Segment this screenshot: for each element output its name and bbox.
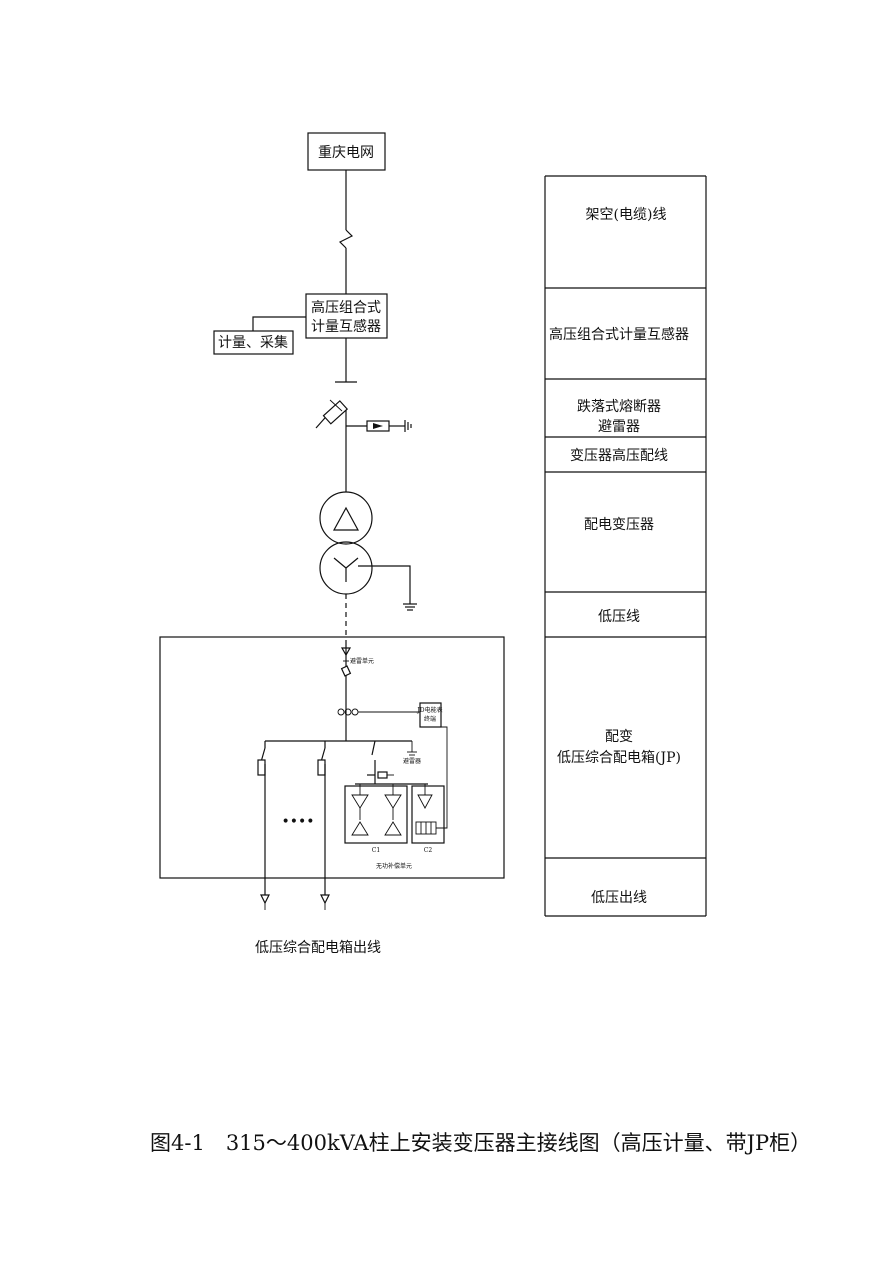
hv-transformer-label-1: 高压组合式 [311, 299, 381, 316]
figure-caption: 图4-1 315～400kVA柱上安装变压器主接线图（高压计量、带JP柜） [150, 1131, 811, 1155]
monitor-label-1: JD电能表 [416, 706, 442, 714]
legend-row-1: 架空(电缆)线 [586, 207, 667, 223]
monitor-control-line [436, 726, 448, 829]
compensation-branch [355, 740, 428, 785]
c1-label: C1 [372, 847, 380, 854]
small-arrester-label: 避雷器 [403, 757, 421, 765]
surge-unit-label: 避雷单元 [350, 657, 374, 665]
metering-connector [252, 316, 306, 331]
metering-box [213, 330, 294, 355]
jp-cabinet-box [159, 636, 505, 879]
outgoing-breaker-2 [317, 741, 330, 910]
legend-row-7a: 配变 [605, 729, 633, 745]
legend-row-4: 变压器高压配线 [570, 447, 668, 464]
metering-label: 计量、采集 [218, 334, 288, 351]
compensation-unit-label: 无功补偿单元 [376, 862, 412, 870]
legend-row-2: 高压组合式计量互感器 [549, 326, 689, 343]
jp-metering-ct [337, 702, 442, 728]
hv-metering-transformer-box [305, 293, 388, 339]
legend-row-8: 低压出线 [591, 890, 647, 906]
legend-row-7b: 低压综合配电箱(JP) [557, 750, 681, 766]
grid-source-label: 重庆电网 [318, 145, 374, 161]
capacitor-bank-c1 [344, 785, 408, 844]
legend-row-6: 低压线 [598, 609, 640, 625]
more-feeders-dots: •••• [281, 814, 314, 830]
jp-incoming [340, 640, 352, 700]
overhead-line [338, 170, 354, 294]
legend-row-5: 配电变压器 [584, 517, 654, 533]
monitor-label-2: 终端 [424, 715, 436, 723]
capacitor-symbols [351, 784, 437, 836]
legend-table [544, 175, 707, 917]
surge-arrester-symbol [346, 420, 412, 432]
dropout-fuse-symbol [315, 399, 349, 429]
small-arrester [407, 741, 417, 756]
neutral-ground [358, 565, 417, 611]
c2-label: C2 [424, 847, 433, 854]
outgoing-label: 低压综合配电箱出线 [255, 940, 381, 956]
legend-row-3a: 跌落式熔断器 [577, 399, 661, 415]
grid-source-box [307, 132, 386, 171]
legend-row-3b: 避雷器 [598, 419, 640, 435]
hv-transformer-label-2: 计量互感器 [311, 318, 381, 335]
outgoing-breaker-1 [257, 741, 270, 910]
distribution-transformer [319, 491, 373, 595]
capacitor-bank-c2 [411, 785, 445, 844]
